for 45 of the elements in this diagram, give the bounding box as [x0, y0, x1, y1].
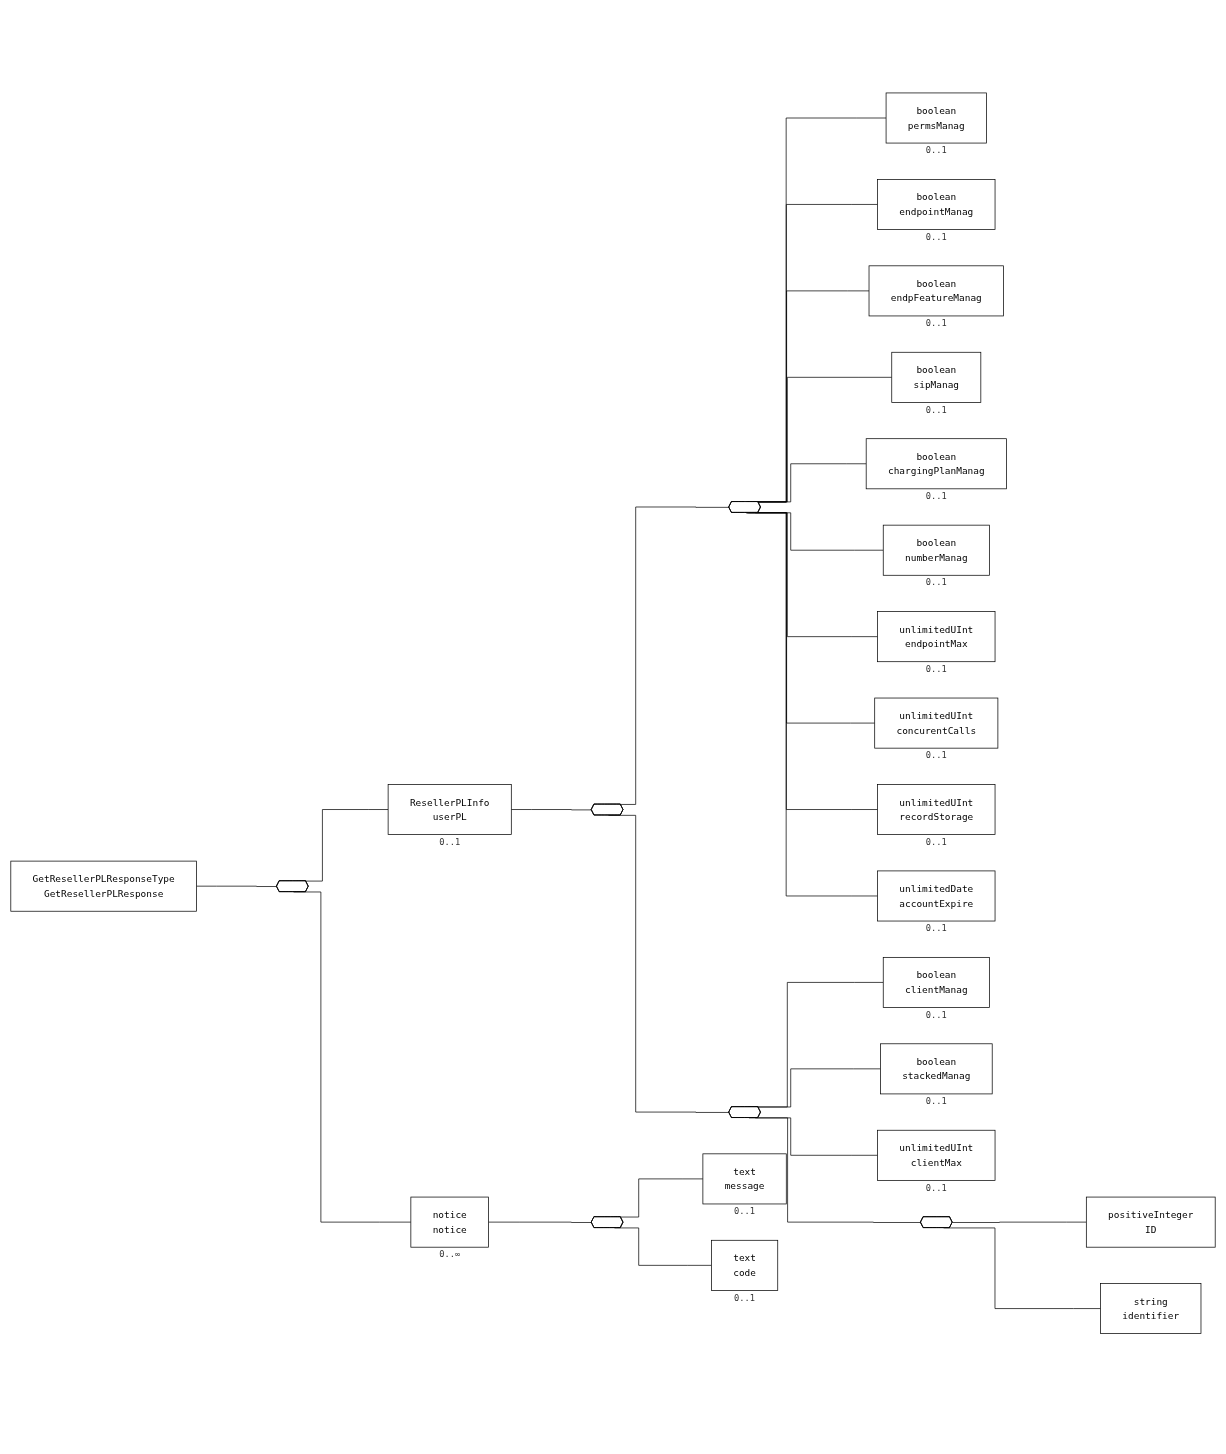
node-box: unlimitedUInt endpointMax	[877, 611, 996, 663]
node-box: GetResellerPLResponseType GetResellerPLResponse	[10, 860, 197, 912]
node-box: boolean clientManag	[882, 957, 990, 1008]
node-box: boolean endpointManag	[877, 179, 996, 230]
cardinality-label: 0..1	[734, 1206, 756, 1217]
node-box: boolean chargingPlanManag	[865, 438, 1007, 490]
node-box: unlimitedUInt clientMax	[877, 1129, 996, 1181]
cardinality-label: 0..1	[925, 663, 947, 674]
connector	[614, 1227, 712, 1266]
cardinality-label: 0..1	[925, 750, 947, 761]
node-box: boolean permsManag	[885, 92, 987, 144]
connector	[748, 1117, 922, 1223]
cardinality-label: 0..1	[925, 577, 947, 588]
node-box: string identifier	[1100, 1283, 1202, 1334]
cardinality-label: 0..∞	[439, 1249, 461, 1260]
cardinality-label: 0..1	[925, 1009, 947, 1020]
cardinality-label: 0..1	[925, 1096, 947, 1107]
node-box: unlimitedUInt concurentCalls	[874, 697, 999, 749]
node-box: positiveInteger ID	[1085, 1196, 1216, 1248]
node-box: boolean stackedManag	[880, 1043, 993, 1095]
connector	[952, 1221, 1087, 1223]
cardinality-label: 0..1	[925, 491, 947, 501]
connector	[488, 1221, 592, 1223]
node-box: unlimitedUInt recordStorage	[877, 784, 996, 835]
cardinality-label: 0..1	[734, 1292, 756, 1303]
cardinality-label: 0..1	[925, 1182, 947, 1193]
cardinality-label: 0..1	[925, 836, 947, 847]
cardinality-label: 0..1	[925, 404, 947, 415]
node-box: ResellerPLInfo userPL	[387, 784, 512, 835]
connector	[510, 809, 592, 811]
connector	[943, 1227, 1101, 1309]
node-box: boolean numberManag	[882, 524, 990, 576]
node-box: boolean sipManag	[891, 351, 982, 403]
connector	[293, 891, 412, 1223]
cardinality-label: 0..1	[925, 145, 947, 156]
node-box: unlimitedDate accountExpire	[877, 870, 996, 922]
cardinality-label: 0..1	[439, 836, 461, 847]
cardinality-label: 0..1	[925, 318, 947, 329]
connector	[196, 885, 278, 887]
node-box: text message	[702, 1153, 787, 1205]
cardinality-label: 0..1	[925, 923, 947, 934]
node-box: notice notice	[410, 1196, 489, 1248]
node-box: text code	[711, 1239, 779, 1291]
node-box: boolean endpFeatureManag	[868, 265, 1004, 317]
cardinality-label: 0..1	[925, 231, 947, 242]
